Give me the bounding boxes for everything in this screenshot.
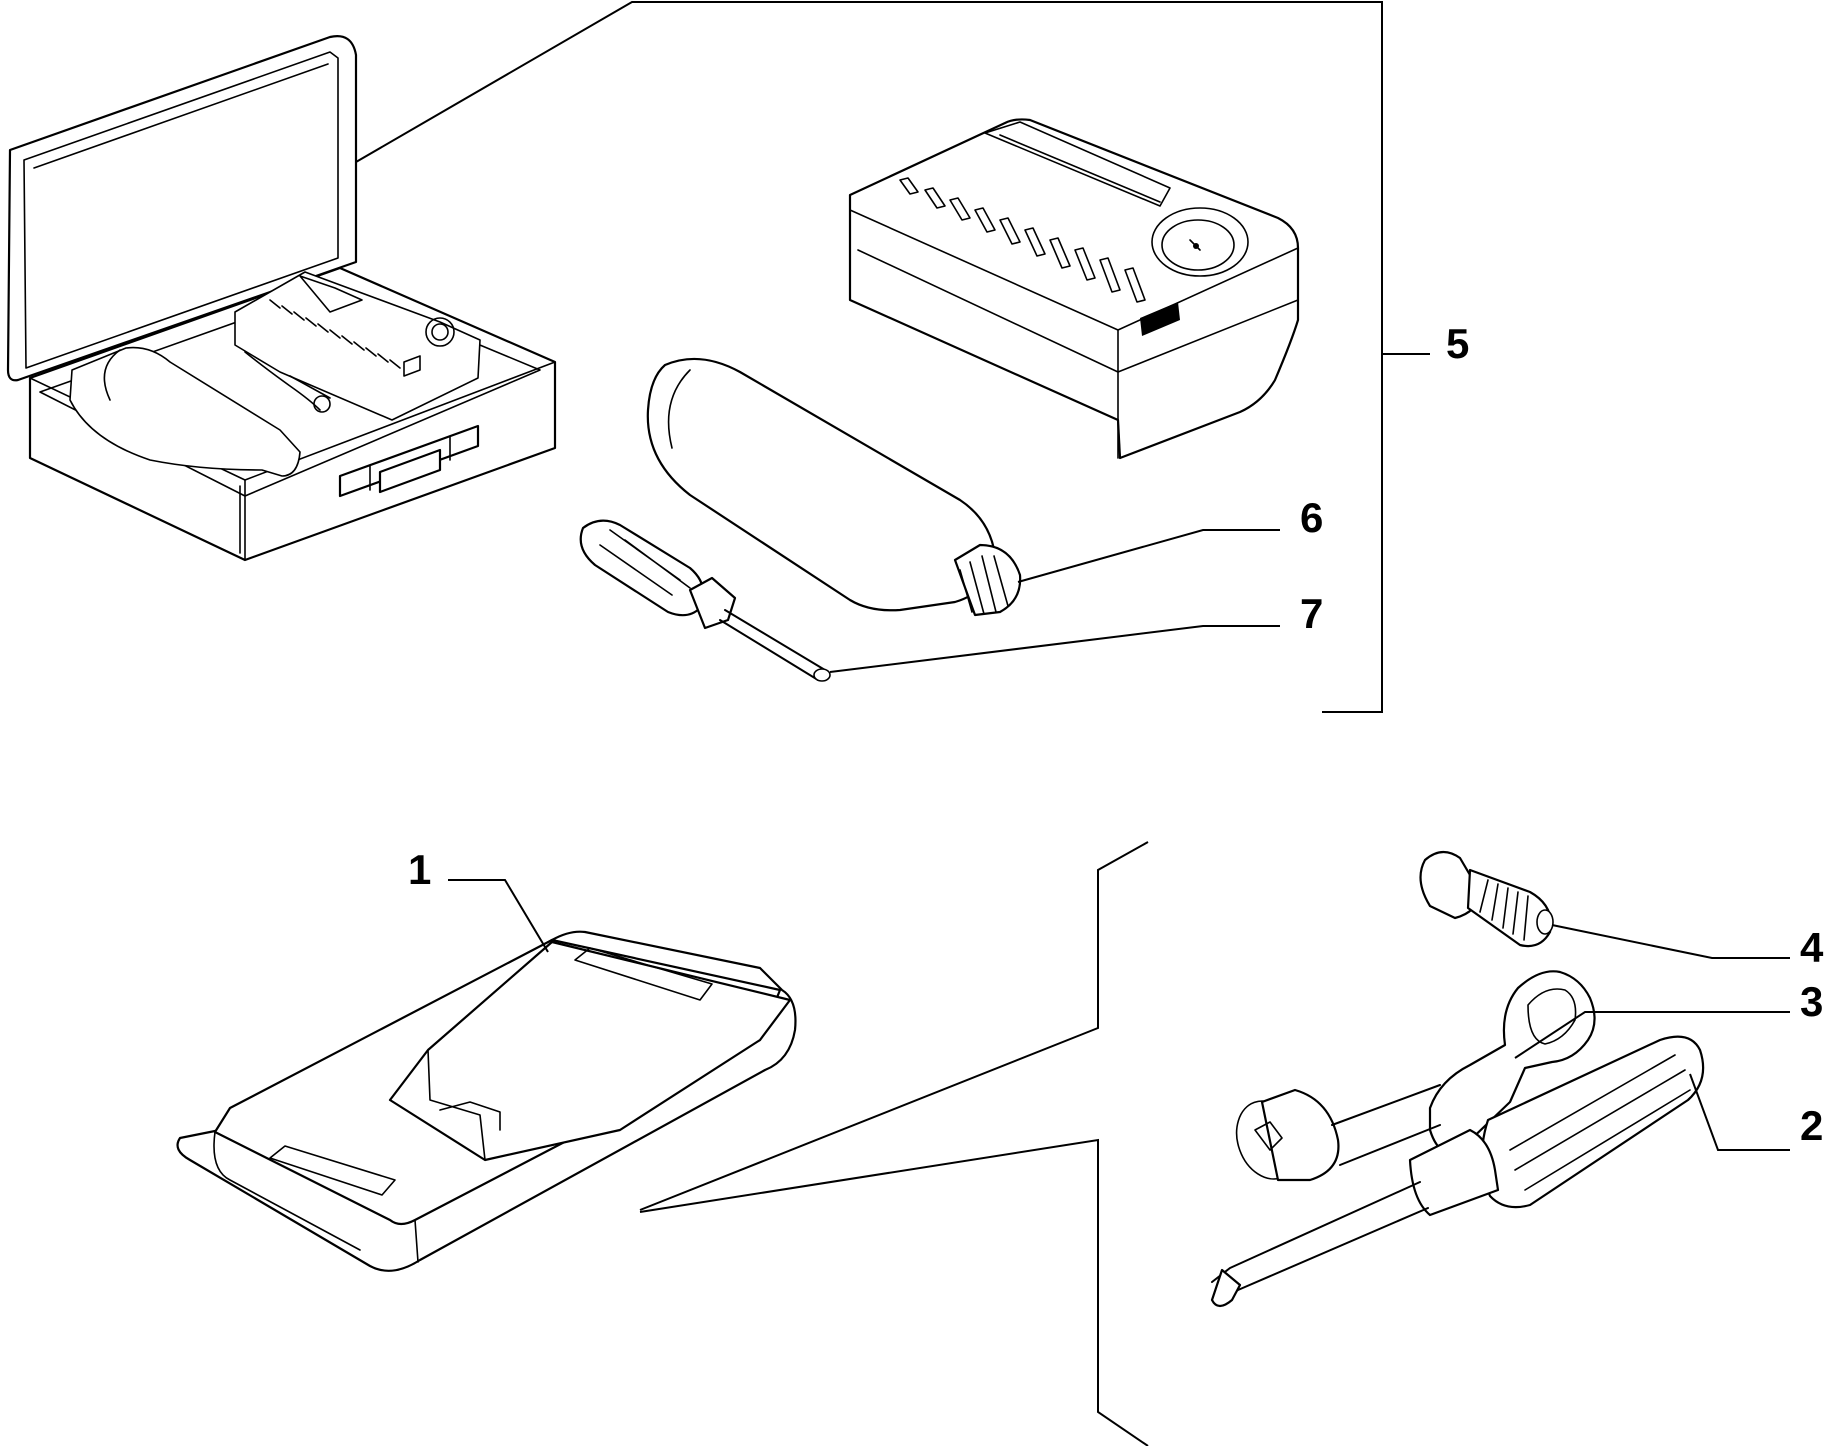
adapter-illustration [1419, 850, 1554, 948]
callout-3: 3 [1800, 978, 1823, 1025]
callout-6: 6 [1300, 494, 1323, 541]
callout-5: 5 [1446, 320, 1469, 367]
vent-slots-large [899, 177, 1146, 303]
callout-2: 2 [1800, 1102, 1823, 1149]
wrench-illustration [1235, 970, 1596, 1182]
callout-1: 1 [408, 846, 431, 893]
callout-4: 4 [1800, 924, 1824, 971]
valve-tool-illustration [579, 519, 831, 682]
screwdriver-illustration [1210, 1035, 1705, 1308]
compressor-illustration [848, 118, 1300, 460]
vent-slots-small [269, 299, 401, 369]
tool-pouch-illustration [176, 930, 797, 1272]
carrying-case-illustration [6, 35, 557, 562]
callout-7: 7 [1300, 590, 1323, 637]
leader-lines [355, 0, 1790, 1446]
callout-labels: 5 6 7 1 4 3 2 [408, 320, 1824, 1149]
sealant-bottle-illustration [646, 357, 1022, 617]
